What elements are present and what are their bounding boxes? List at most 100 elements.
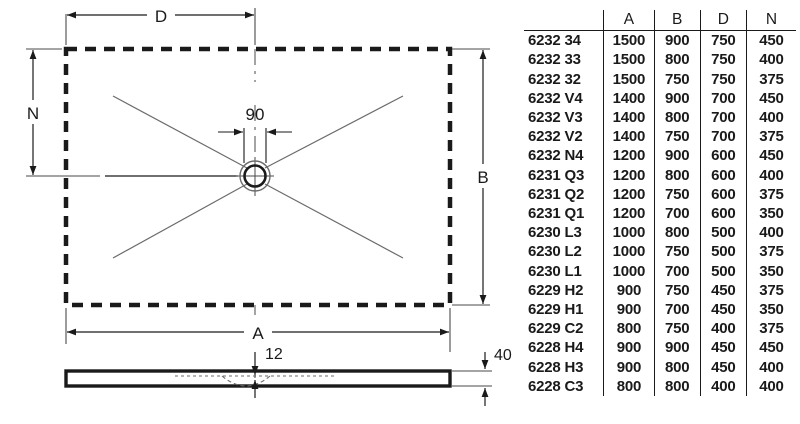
slope-lines: [112, 95, 404, 259]
dimension-label-thickness: 40: [494, 347, 512, 364]
table-cell-d: 750: [699, 30, 747, 51]
table-cell-d: 500: [699, 261, 747, 281]
table-cell-a: 1200: [603, 204, 655, 224]
table-cell-a: 1200: [603, 184, 655, 205]
table-cell-n: 450: [745, 338, 796, 358]
column-header-n: N: [745, 10, 796, 32]
table-cell-b: 900: [653, 30, 701, 51]
column-header-a: A: [603, 10, 655, 32]
table-cell-b: 800: [653, 165, 701, 185]
table-cell-model: 6231 Q3: [528, 166, 585, 184]
table-cell-b: 750: [653, 69, 701, 89]
table-cell-d: 700: [699, 88, 747, 109]
table-cell-n: 375: [745, 69, 796, 89]
table-cell-model: 6232 33: [528, 51, 581, 69]
table-cell-model: 6230 L3: [528, 224, 582, 242]
table-cell-b: 800: [653, 223, 701, 243]
table-cell-a: 1500: [603, 50, 655, 70]
tray-outline: [63, 46, 453, 308]
table-cell-model: 6228 H3: [528, 358, 584, 376]
table-cell-a: 900: [603, 280, 655, 301]
column-header-b: B: [653, 10, 701, 32]
table-cell-a: 1000: [603, 261, 655, 281]
table-cell-d: 700: [699, 127, 747, 147]
table-cell-model: 6232 V4: [528, 89, 583, 107]
table-cell-model: 6229 H1: [528, 301, 584, 319]
table-cell-n: 400: [745, 108, 796, 128]
table-cell-d: 450: [699, 357, 747, 377]
table-cell-model: 6230 L1: [528, 262, 582, 280]
dimension-label-n: N: [27, 104, 39, 123]
table-cell-b: 700: [653, 204, 701, 224]
table-cell-d: 600: [699, 204, 747, 224]
table-cell-d: 500: [699, 223, 747, 243]
table-cell-model: 6231 Q1: [528, 205, 585, 223]
drain-outer-ring: [239, 160, 271, 192]
table-cell-d: 450: [699, 300, 747, 320]
table-cell-b: 750: [653, 280, 701, 301]
table-cell-n: 350: [745, 300, 796, 320]
table-cell-b: 900: [653, 146, 701, 166]
table-cell-n: 375: [745, 184, 796, 205]
table-cell-n: 375: [745, 280, 796, 301]
table-cell-n: 450: [745, 88, 796, 109]
table-cell-a: 1200: [603, 146, 655, 166]
plan-view: 90 D N: [20, 5, 496, 344]
dimension-thickness: 40: [452, 347, 512, 406]
table-cell-model: 6232 N4: [528, 147, 584, 165]
table-cell-model: 6231 Q2: [528, 185, 585, 203]
table-cell-model: 6228 H4: [528, 339, 584, 357]
table-cell-d: 400: [699, 376, 747, 397]
drain-centre-marks: [236, 49, 274, 318]
table-cell-b: 900: [653, 88, 701, 109]
table-cell-b: 750: [653, 184, 701, 205]
table-cell-a: 900: [603, 338, 655, 358]
table-cell-n: 350: [745, 204, 796, 224]
table-cell-n: 400: [745, 50, 796, 70]
dimension-label-drain-width: 90: [246, 105, 265, 124]
dimension-d: D: [65, 5, 256, 45]
table-cell-a: 1200: [603, 165, 655, 185]
column-header-model: [524, 10, 604, 32]
table-cell-d: 500: [699, 242, 747, 262]
table-cell-n: 400: [745, 357, 796, 377]
dimension-label-drain-depth: 12: [265, 346, 283, 363]
table-cell-d: 450: [699, 338, 747, 358]
column-header-d: D: [699, 10, 747, 32]
table-cell-d: 750: [699, 50, 747, 70]
table-cell-n: 375: [745, 242, 796, 262]
table-cell-d: 400: [699, 319, 747, 339]
table-cell-d: 450: [699, 280, 747, 301]
table-cell-model: 6232 V3: [528, 109, 583, 127]
table-cell-a: 800: [603, 319, 655, 339]
table-cell-b: 800: [653, 50, 701, 70]
table-cell-n: 450: [745, 146, 796, 166]
table-cell-a: 800: [603, 376, 655, 397]
table-cell-a: 1400: [603, 88, 655, 109]
table-cell-model: 6228 C3: [528, 377, 584, 395]
table-cell-a: 900: [603, 300, 655, 320]
table-cell-b: 750: [653, 127, 701, 147]
table-cell-n: 400: [745, 165, 796, 185]
table-cell-n: 400: [745, 223, 796, 243]
table-cell-b: 750: [653, 319, 701, 339]
table-cell-a: 1500: [603, 30, 655, 51]
table-cell-d: 600: [699, 165, 747, 185]
dimension-label-b: B: [477, 168, 488, 187]
